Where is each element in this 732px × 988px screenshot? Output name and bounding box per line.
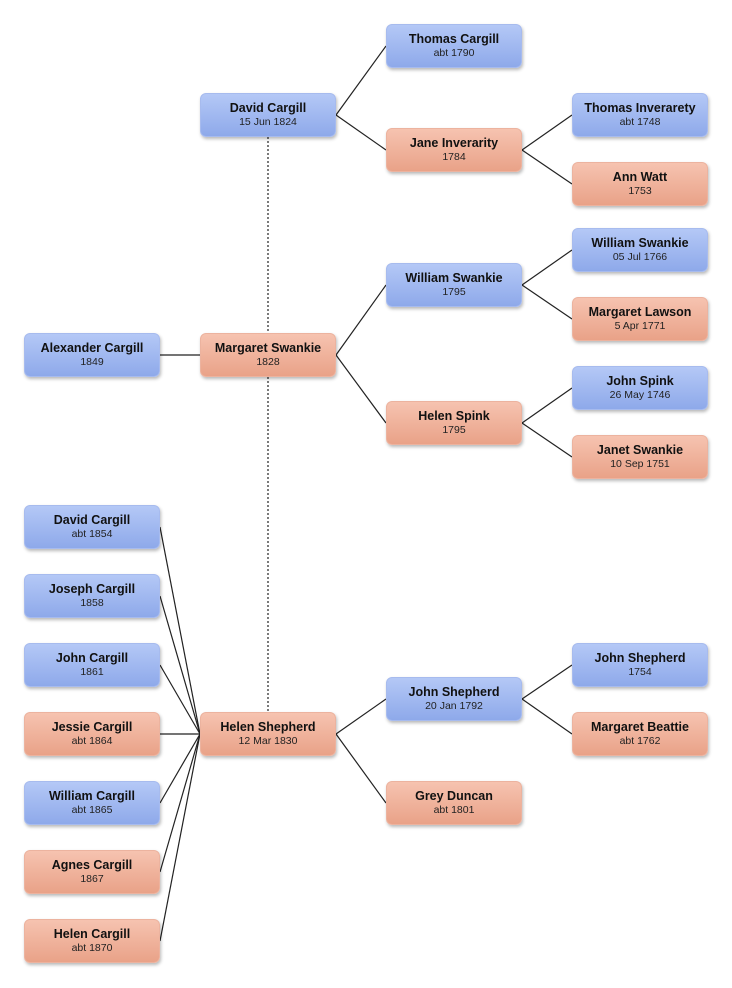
person-node-william-swankie-1795[interactable]: William Swankie 1795: [386, 263, 522, 307]
person-node-agnes-cargill[interactable]: Agnes Cargill 1867: [24, 850, 160, 894]
person-node-john-shepherd-1754[interactable]: John Shepherd 1754: [572, 643, 708, 687]
link-agnes-cargill-helen-shepherd: [159, 733, 201, 873]
person-name: Ann Watt: [612, 170, 668, 184]
person-name: Helen Shepherd: [220, 720, 316, 734]
link-david-cargill-1824-jane-inverarity: [335, 114, 387, 151]
person-node-thomas-inverarety[interactable]: Thomas Inverarety abt 1748: [572, 93, 708, 137]
person-node-john-spink[interactable]: John Spink 26 May 1746: [572, 366, 708, 410]
person-name: John Shepherd: [408, 685, 500, 699]
person-date: 1858: [80, 597, 104, 609]
person-date: 1795: [442, 424, 466, 436]
person-name: William Swankie: [591, 236, 689, 250]
person-date: 1754: [628, 666, 652, 678]
person-node-margaret-lawson[interactable]: Margaret Lawson 5 Apr 1771: [572, 297, 708, 341]
person-date: 26 May 1746: [609, 389, 671, 401]
person-date: abt 1865: [71, 804, 113, 816]
person-node-william-cargill[interactable]: William Cargill abt 1865: [24, 781, 160, 825]
link-helen-cargill-helen-shepherd: [159, 733, 201, 942]
person-name: Margaret Beattie: [591, 720, 689, 734]
link-margaret-swankie-william-swankie-1795: [335, 284, 387, 356]
person-date: abt 1801: [433, 804, 475, 816]
person-date: 1753: [628, 185, 652, 197]
person-node-joseph-cargill[interactable]: Joseph Cargill 1858: [24, 574, 160, 618]
person-name: Janet Swankie: [596, 443, 684, 457]
person-date: abt 1748: [619, 116, 661, 128]
person-date: 1828: [256, 356, 280, 368]
person-name: Thomas Inverarety: [584, 101, 696, 115]
person-name: Alexander Cargill: [40, 341, 144, 355]
link-john-cargill-helen-shepherd: [159, 664, 201, 735]
person-node-alexander-cargill[interactable]: Alexander Cargill 1849: [24, 333, 160, 377]
person-node-thomas-cargill[interactable]: Thomas Cargill abt 1790: [386, 24, 522, 68]
person-date: 1849: [80, 356, 104, 368]
person-date: 10 Sep 1751: [610, 458, 670, 470]
person-node-helen-shepherd[interactable]: Helen Shepherd 12 Mar 1830: [200, 712, 336, 756]
link-joseph-cargill-helen-shepherd: [159, 595, 201, 735]
person-date: 12 Mar 1830: [238, 735, 298, 747]
link-william-swankie-1795-william-swankie-1766: [521, 249, 573, 286]
person-name: Joseph Cargill: [48, 582, 136, 596]
person-node-helen-spink[interactable]: Helen Spink 1795: [386, 401, 522, 445]
link-john-shepherd-1792-john-shepherd-1754: [521, 664, 573, 700]
person-date: 20 Jan 1792: [425, 700, 483, 712]
person-node-jessie-cargill[interactable]: Jessie Cargill abt 1864: [24, 712, 160, 756]
person-node-ann-watt[interactable]: Ann Watt 1753: [572, 162, 708, 206]
person-node-margaret-swankie[interactable]: Margaret Swankie 1828: [200, 333, 336, 377]
person-date: 1861: [80, 666, 104, 678]
person-date: abt 1790: [433, 47, 475, 59]
person-name: John Shepherd: [594, 651, 686, 665]
person-date: 05 Jul 1766: [612, 251, 668, 263]
person-date: 1795: [442, 286, 466, 298]
person-name: Helen Cargill: [53, 927, 131, 941]
link-william-cargill-helen-shepherd: [159, 733, 201, 804]
link-david-cargill-1854-helen-shepherd: [159, 526, 201, 735]
person-node-david-cargill-1824[interactable]: David Cargill 15 Jun 1824: [200, 93, 336, 137]
person-node-john-cargill[interactable]: John Cargill 1861: [24, 643, 160, 687]
person-name: Helen Spink: [418, 409, 490, 423]
person-node-jane-inverarity[interactable]: Jane Inverarity 1784: [386, 128, 522, 172]
person-name: William Swankie: [405, 271, 503, 285]
person-date: 15 Jun 1824: [239, 116, 297, 128]
link-jane-inverarity-ann-watt: [521, 149, 573, 185]
person-node-grey-duncan[interactable]: Grey Duncan abt 1801: [386, 781, 522, 825]
person-name: John Spink: [606, 374, 674, 388]
link-john-shepherd-1792-margaret-beattie: [521, 698, 573, 735]
link-helen-shepherd-john-shepherd-1792: [335, 698, 387, 735]
link-helen-spink-john-spink: [521, 387, 573, 424]
person-node-david-cargill-1854[interactable]: David Cargill abt 1854: [24, 505, 160, 549]
person-node-john-shepherd-1792[interactable]: John Shepherd 20 Jan 1792: [386, 677, 522, 721]
link-david-cargill-1824-thomas-cargill: [335, 45, 387, 116]
person-date: 1867: [80, 873, 104, 885]
person-name: Jessie Cargill: [51, 720, 133, 734]
person-date: abt 1870: [71, 942, 113, 954]
person-name: Margaret Lawson: [588, 305, 692, 319]
person-name: John Cargill: [55, 651, 129, 665]
person-date: 5 Apr 1771: [614, 320, 666, 332]
person-name: Grey Duncan: [415, 789, 493, 803]
person-node-margaret-beattie[interactable]: Margaret Beattie abt 1762: [572, 712, 708, 756]
person-name: Jane Inverarity: [409, 136, 499, 150]
person-date: 1784: [442, 151, 466, 163]
person-name: Agnes Cargill: [51, 858, 133, 872]
person-name: Thomas Cargill: [408, 32, 500, 46]
link-jane-inverarity-thomas-inverarety: [521, 114, 573, 151]
person-name: David Cargill: [229, 101, 307, 115]
person-name: David Cargill: [53, 513, 131, 527]
person-name: Margaret Swankie: [214, 341, 322, 355]
person-date: abt 1854: [71, 528, 113, 540]
person-node-helen-cargill[interactable]: Helen Cargill abt 1870: [24, 919, 160, 963]
person-date: abt 1864: [71, 735, 113, 747]
link-william-swankie-1795-margaret-lawson: [521, 284, 573, 320]
link-margaret-swankie-helen-spink: [335, 354, 387, 424]
person-node-william-swankie-1766[interactable]: William Swankie 05 Jul 1766: [572, 228, 708, 272]
link-helen-spink-janet-swankie: [521, 422, 573, 458]
person-node-janet-swankie[interactable]: Janet Swankie 10 Sep 1751: [572, 435, 708, 479]
link-helen-shepherd-grey-duncan: [335, 733, 387, 804]
person-name: William Cargill: [48, 789, 136, 803]
person-date: abt 1762: [619, 735, 661, 747]
